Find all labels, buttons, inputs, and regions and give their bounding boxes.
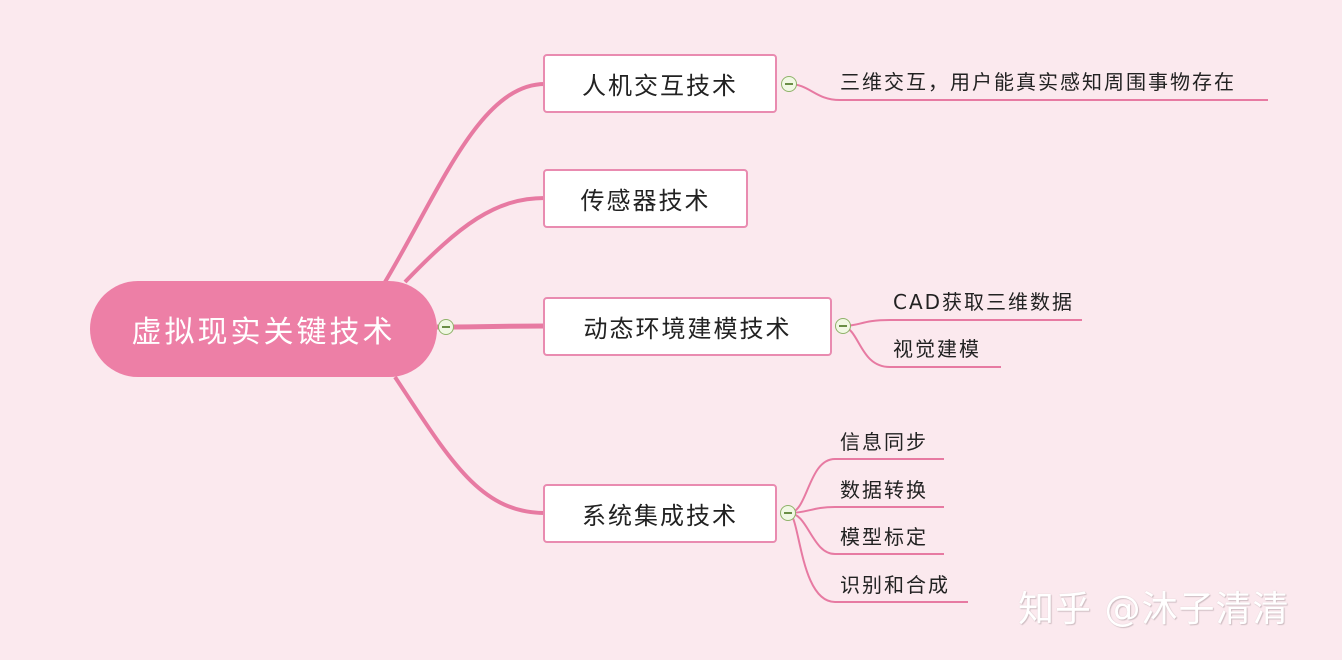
- central-topic-label: 虚拟现实关键技术: [131, 315, 396, 350]
- branch-label: 人机交互技术: [582, 72, 738, 100]
- connector-to-branch-4: [393, 375, 546, 515]
- leaf-item[interactable]: 数据转换: [840, 478, 928, 502]
- connector-to-branch-1: [383, 82, 546, 284]
- leaf-item[interactable]: 信息同步: [840, 430, 928, 454]
- branch-node-modeling[interactable]: 动态环境建模技术: [543, 297, 832, 356]
- leaf-item[interactable]: 模型标定: [840, 525, 928, 549]
- collapse-minus-icon[interactable]: [781, 76, 797, 92]
- branch-node-integration[interactable]: 系统集成技术: [543, 484, 777, 543]
- leaf-item[interactable]: 识别和合成: [840, 573, 950, 597]
- connector-to-branch-2: [403, 196, 546, 284]
- collapse-minus-icon[interactable]: [780, 505, 796, 521]
- branch-label: 系统集成技术: [582, 502, 738, 530]
- branch-label: 动态环境建模技术: [583, 315, 792, 343]
- leaf-item[interactable]: 三维交互，用户能真实感知周围事物存在: [840, 70, 1236, 94]
- connector-leaf-3-1: [842, 319, 1082, 327]
- collapse-minus-icon[interactable]: [835, 318, 851, 334]
- branch-label: 传感器技术: [580, 187, 711, 215]
- watermark-text: 知乎 @沐子清清: [1018, 589, 1290, 630]
- branch-node-hci[interactable]: 人机交互技术: [543, 54, 777, 113]
- connector-leaf-4-2: [788, 506, 944, 514]
- leaf-item[interactable]: CAD获取三维数据: [893, 290, 1075, 314]
- central-topic[interactable]: 虚拟现实关键技术: [90, 281, 437, 377]
- branch-node-sensor[interactable]: 传感器技术: [543, 169, 748, 228]
- leaf-item[interactable]: 视觉建模: [893, 337, 981, 361]
- collapse-minus-icon[interactable]: [438, 319, 454, 335]
